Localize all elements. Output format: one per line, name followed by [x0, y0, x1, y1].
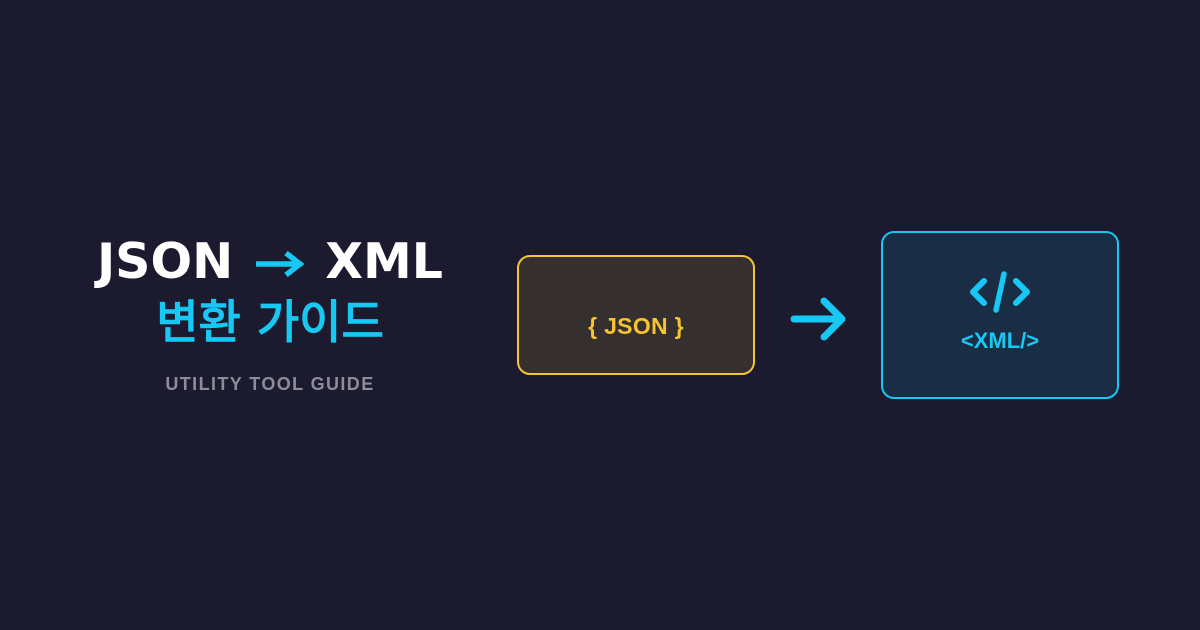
- subtitle: UTILITY TOOL GUIDE: [165, 374, 375, 394]
- title-to-format: XML: [325, 233, 444, 290]
- xml-box: <XML/>: [881, 231, 1119, 399]
- title-block: JSON XML 변환 가이드 UTILITY TOOL GUIDE: [60, 230, 480, 395]
- xml-box-label: <XML/>: [960, 328, 1040, 353]
- title-from-format: JSON: [96, 233, 234, 290]
- code-icon: [970, 271, 1030, 313]
- json-box-label: { JSON }: [588, 312, 684, 339]
- page-title: JSON XML: [60, 230, 480, 294]
- right-arrow-icon: [790, 297, 846, 341]
- json-box: { JSON }: [517, 255, 755, 375]
- right-arrow-icon: [254, 250, 305, 278]
- korean-heading: 변환 가이드: [156, 295, 384, 349]
